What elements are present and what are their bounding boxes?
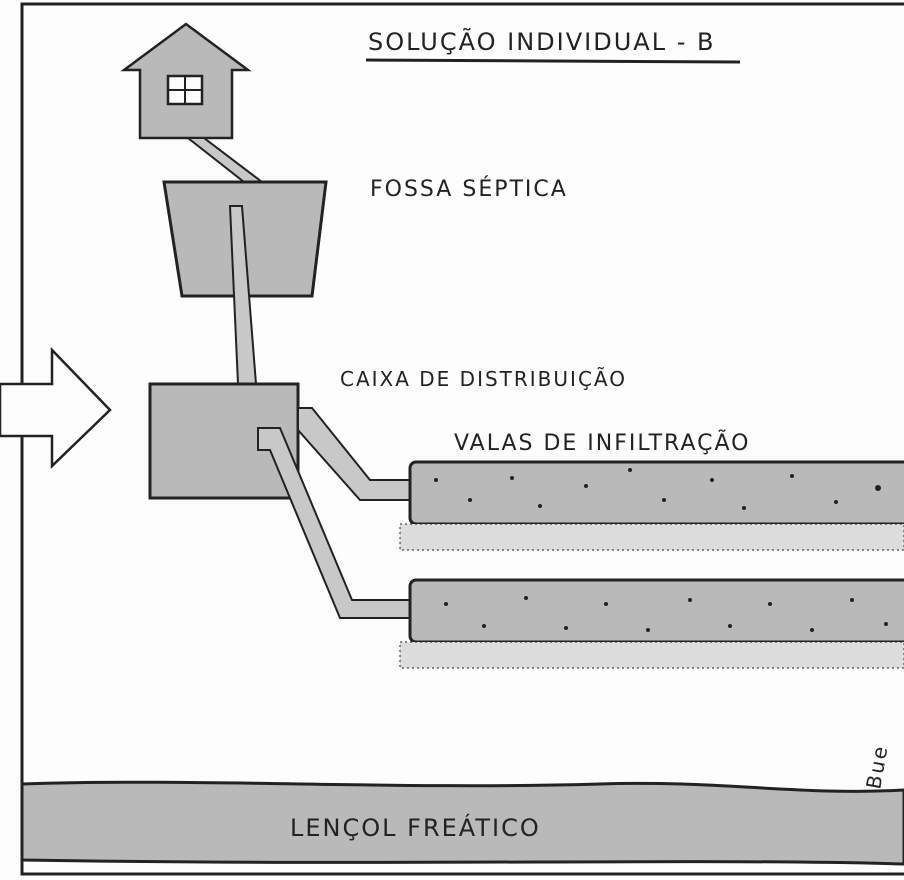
water-table-label: LENÇOL FREÁTICO (290, 813, 541, 842)
gravel-bed-lower (399, 641, 904, 669)
diagram-frame (20, 2, 904, 876)
diagram-title: SOLUÇÃO INDIVIDUAL - B (368, 26, 715, 56)
infiltration-trenches-label: VALAS DE INFILTRAÇÃO (454, 429, 750, 456)
water-table (20, 780, 904, 866)
house-icon (120, 22, 252, 140)
infiltration-trench-lower (408, 578, 904, 644)
inlet-pipe (185, 137, 265, 183)
title-underline (365, 58, 741, 64)
artist-signature: Bue (861, 743, 892, 791)
infiltration-trench-upper (408, 460, 904, 526)
septic-tank-label: FOSSA SÉPTICA (370, 176, 568, 202)
distribution-pipe-upper (297, 407, 413, 501)
pointer-arrow-icon (0, 346, 112, 469)
distribution-box-label: CAIXA DE DISTRIBUIÇÃO (340, 367, 627, 391)
gravel-bed-upper (399, 523, 904, 551)
